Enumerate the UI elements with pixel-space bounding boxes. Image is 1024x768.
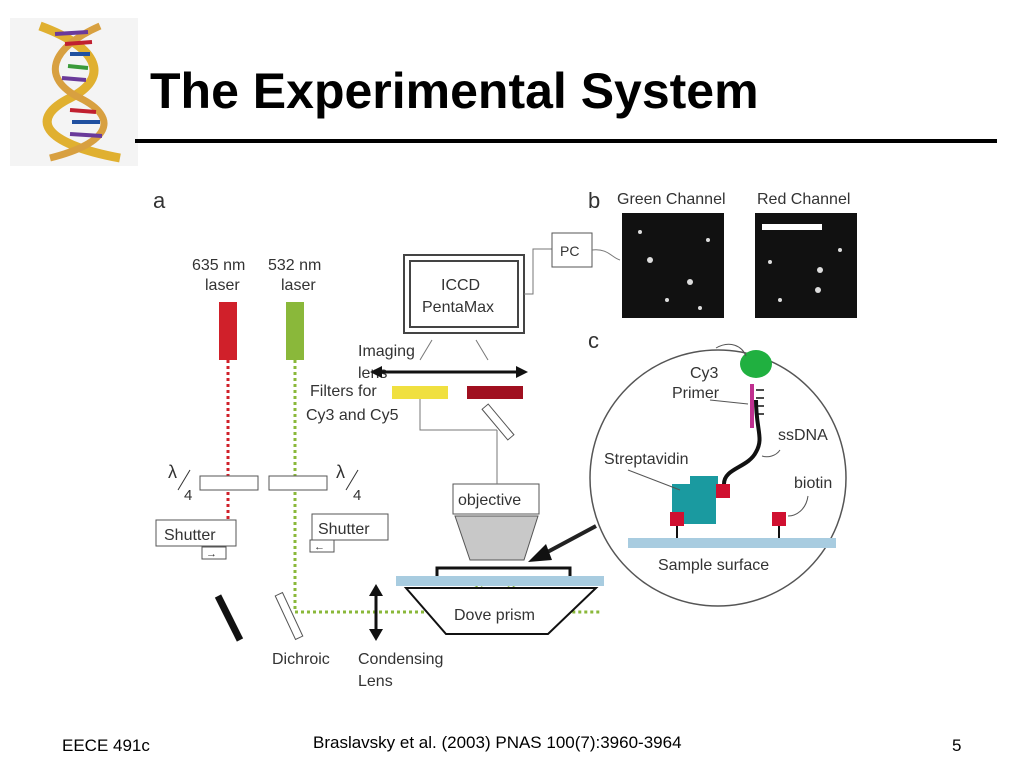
red-channel-image bbox=[755, 213, 857, 318]
panel-c-label: c bbox=[588, 328, 599, 353]
biotin-marker-1 bbox=[716, 484, 730, 498]
shutter-right-label: Shutter bbox=[318, 521, 370, 538]
laser-635-label-2: laser bbox=[205, 277, 240, 294]
biotin-marker-3 bbox=[772, 512, 786, 526]
arrow-left-icon: ← bbox=[314, 541, 325, 553]
panel-b-label: b bbox=[588, 188, 600, 213]
condensing-label-2: Lens bbox=[358, 673, 393, 690]
green-laser bbox=[286, 302, 304, 360]
filter-mirror bbox=[481, 403, 515, 441]
shutter-left-box bbox=[155, 519, 237, 547]
cy3-filter bbox=[392, 386, 448, 399]
dove-prism bbox=[403, 587, 599, 635]
biotin-label: biotin bbox=[794, 475, 832, 492]
iccd-label-1: ICCD bbox=[441, 277, 480, 294]
laser-635-label-1: 635 nm bbox=[192, 257, 245, 274]
dove-prism-label: Dove prism bbox=[454, 607, 535, 624]
ssdna-strand bbox=[722, 399, 762, 485]
pc-label: PC bbox=[560, 243, 579, 259]
title-rule bbox=[135, 139, 997, 143]
biotin-marker-2 bbox=[670, 512, 684, 526]
cy3-dye bbox=[740, 350, 772, 378]
footer-citation: Braslavsky et al. (2003) PNAS 100(7):396… bbox=[313, 733, 682, 752]
shutter-left-label: Shutter bbox=[164, 527, 216, 544]
shutter-right-box bbox=[311, 513, 389, 541]
objective-box bbox=[452, 483, 540, 515]
footer-course: EECE 491c bbox=[62, 736, 150, 755]
cy3-label-1: Cy3 bbox=[690, 365, 719, 382]
cy5-filter bbox=[467, 386, 523, 399]
streptavidin-label: Streptavidin bbox=[604, 451, 689, 468]
lambda-right: λ bbox=[336, 462, 345, 482]
dna-helix-icon bbox=[10, 18, 138, 166]
ssdna-label: ssDNA bbox=[778, 427, 828, 444]
filters-label-1: Filters for bbox=[310, 383, 377, 400]
condensing-label-1: Condensing bbox=[358, 651, 443, 668]
panel-a-label: a bbox=[153, 188, 166, 213]
filters-label-2: Cy3 and Cy5 bbox=[306, 407, 399, 424]
sample-surface-bar bbox=[628, 538, 836, 548]
laser-532-label-1: 532 nm bbox=[268, 257, 321, 274]
objective-label: objective bbox=[458, 492, 521, 509]
waveplate-left bbox=[199, 475, 259, 491]
red-laser bbox=[219, 302, 237, 360]
page-number: 5 bbox=[952, 736, 962, 755]
waveplate-right bbox=[268, 475, 328, 491]
quarter-right: 4 bbox=[353, 487, 361, 504]
page-title: The Experimental System bbox=[150, 63, 759, 119]
pc-box bbox=[551, 232, 593, 268]
green-channel-image bbox=[622, 213, 724, 318]
sample-surface-label: Sample surface bbox=[658, 557, 769, 574]
dichroic-mirror bbox=[274, 591, 304, 641]
red-channel-label: Red Channel bbox=[757, 191, 850, 208]
cy3-label-2: Primer bbox=[672, 385, 720, 402]
iccd-label-2: PentaMax bbox=[422, 299, 494, 316]
arrow-right-icon: → bbox=[206, 548, 217, 560]
mirror bbox=[214, 594, 244, 642]
lambda-left: λ bbox=[168, 462, 177, 482]
iccd-camera-inner bbox=[409, 260, 519, 328]
imaging-lens-label-1: Imaging bbox=[358, 343, 415, 360]
dichroic-label: Dichroic bbox=[272, 651, 330, 668]
laser-532-label-2: laser bbox=[281, 277, 316, 294]
objective-cone bbox=[454, 515, 539, 561]
sample-slide bbox=[396, 576, 604, 586]
green-channel-label: Green Channel bbox=[617, 191, 726, 208]
quarter-left: 4 bbox=[184, 487, 192, 504]
scale-bar bbox=[762, 224, 822, 230]
